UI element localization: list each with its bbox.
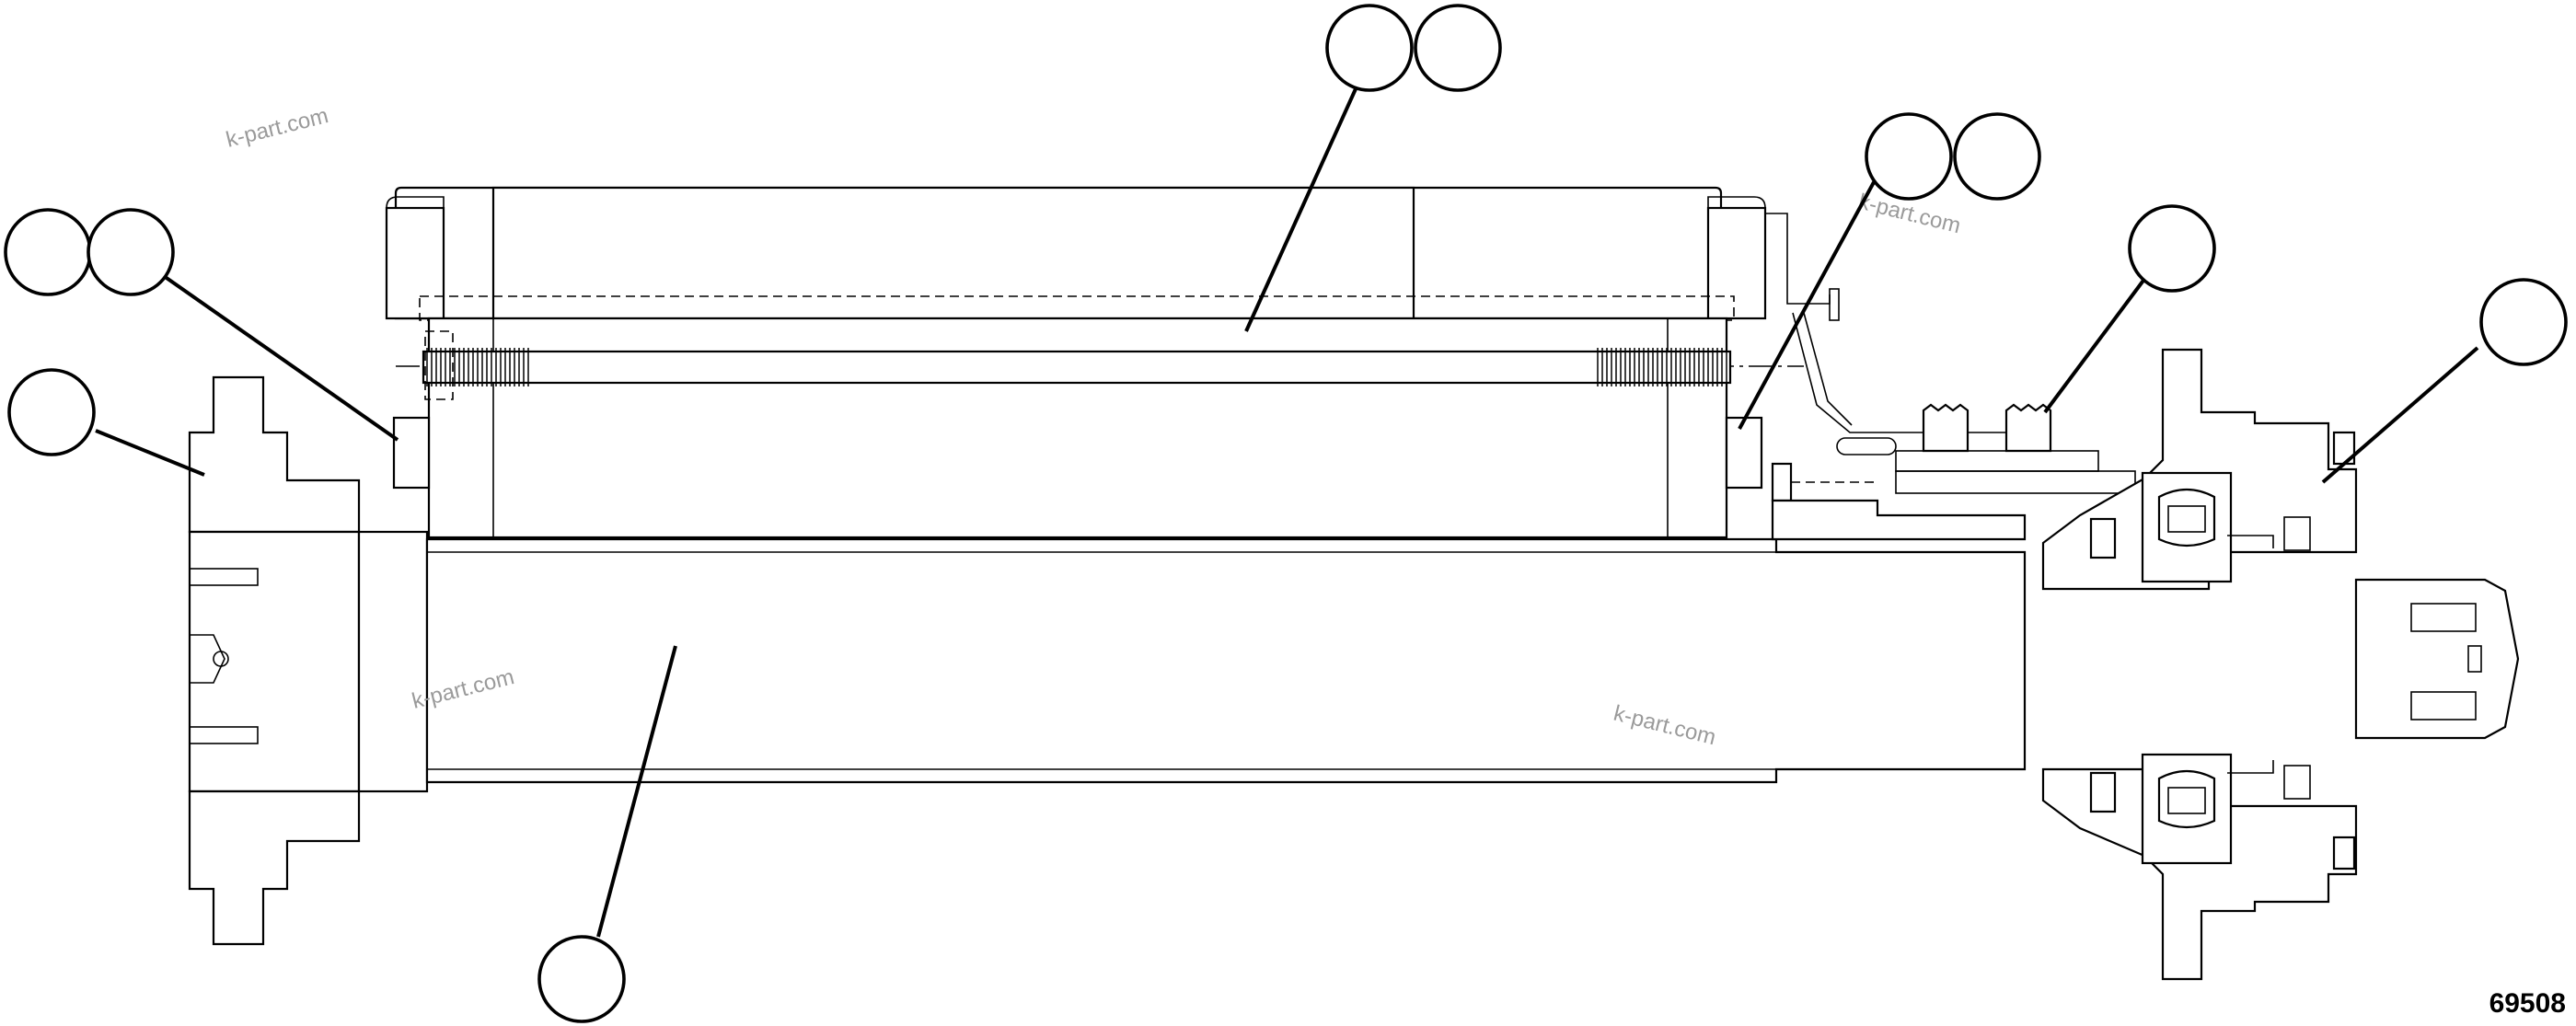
left-housing-flange: [188, 375, 429, 946]
callout-gear-ring: [2128, 204, 2216, 293]
gear-ring: [1895, 403, 2136, 494]
callout-right-seal-a: [1865, 112, 1953, 201]
callout-drum-tube-b: [1414, 4, 1502, 92]
right-seal-bracket: [1765, 213, 2027, 541]
callout-left-bearing-b: [87, 208, 175, 296]
figure-number: 69508: [2489, 988, 2566, 1019]
callout-drum-tube-a: [1325, 4, 1414, 92]
watermark-1: k-part.com: [224, 103, 331, 153]
main-shaft: [425, 537, 2027, 784]
output-housing-upper: [2041, 348, 2358, 591]
callout-housing-flange: [7, 368, 96, 456]
callout-main-shaft: [537, 935, 626, 1023]
callout-left-bearing-a: [4, 208, 92, 296]
callout-balloons: [4, 4, 2568, 1023]
callout-right-seal-b: [1953, 112, 2041, 201]
callout-output-bearing-housing: [2479, 278, 2568, 366]
left-bearing-blocks: [392, 416, 1763, 490]
output-housing-lower: [2041, 753, 2358, 981]
tie-rod: [422, 330, 1732, 400]
leader-lines: [95, 82, 2479, 938]
output-shaft-end: [2354, 578, 2520, 740]
